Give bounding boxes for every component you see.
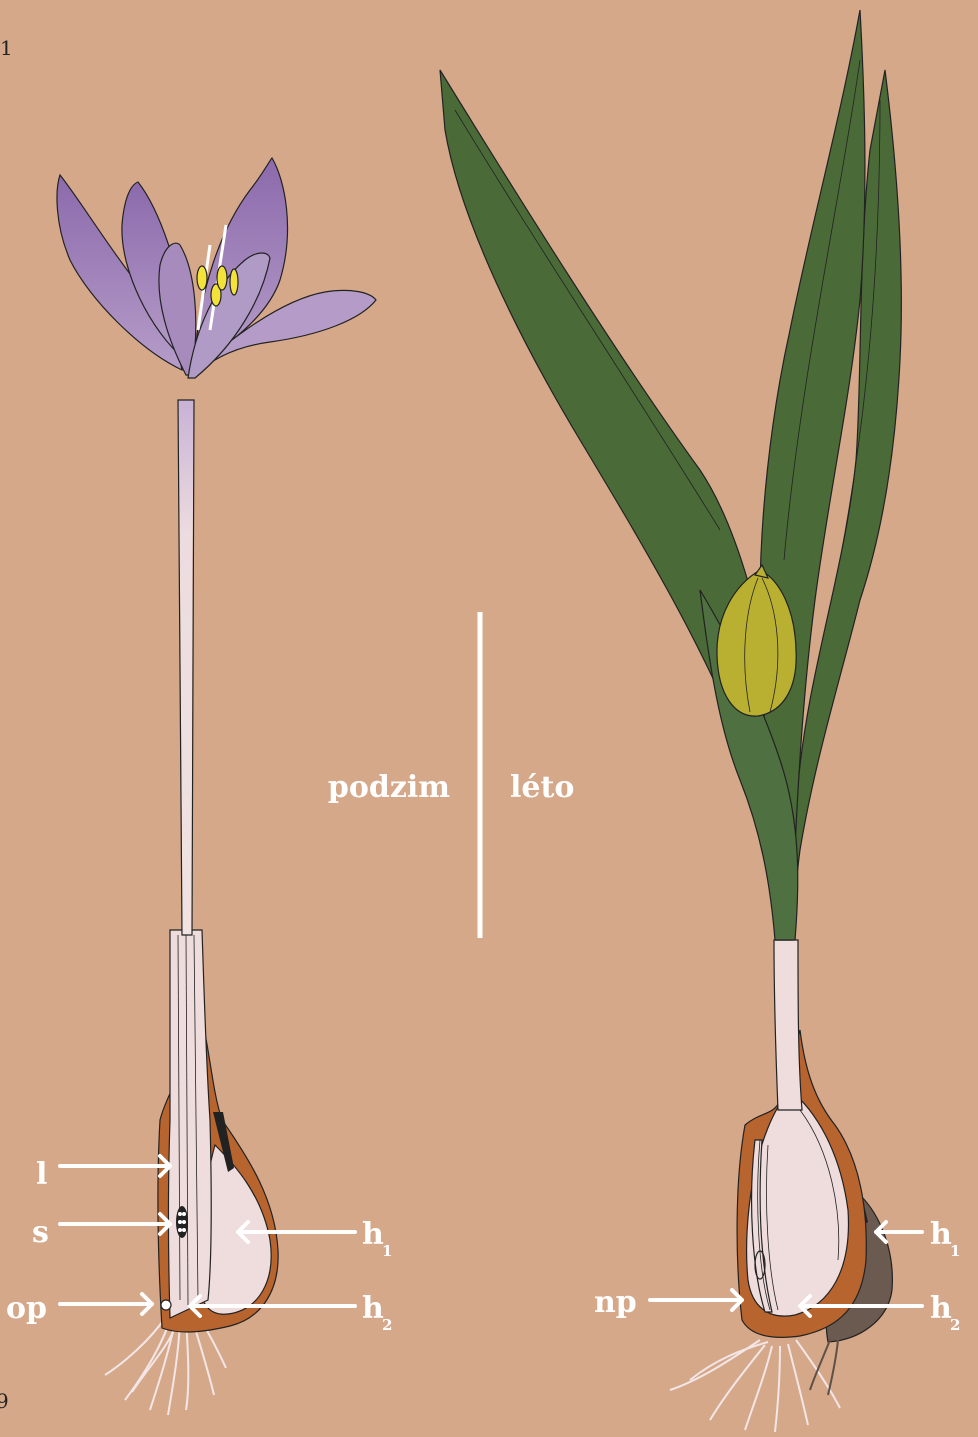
season-label-summer: léto xyxy=(510,770,574,805)
arrow-np xyxy=(650,1290,742,1310)
arrow-s xyxy=(60,1214,170,1234)
label-h1-left-text: h xyxy=(362,1217,384,1252)
label-l: l xyxy=(36,1156,170,1192)
label-s: s xyxy=(32,1214,170,1250)
autumn-flower xyxy=(57,158,376,378)
label-h2-left-sub: 2 xyxy=(382,1316,392,1334)
label-h1-right-sub: 1 xyxy=(950,1242,960,1260)
label-np-text: np xyxy=(594,1285,637,1320)
offset-bud xyxy=(161,1300,171,1310)
label-l-text: l xyxy=(36,1157,47,1192)
label-h2-left-text: h xyxy=(362,1291,384,1326)
leaf-left xyxy=(440,70,788,940)
summer-stem xyxy=(774,940,802,1110)
label-h2-right-sub: 2 xyxy=(950,1316,960,1334)
summer-plant xyxy=(440,10,901,1432)
arrow-op xyxy=(60,1294,152,1314)
page-number-top: 1 xyxy=(0,36,13,60)
label-op-text: op xyxy=(6,1291,47,1326)
label-np: np xyxy=(594,1285,742,1320)
season-label-autumn: podzim xyxy=(328,770,450,805)
arrow-l xyxy=(60,1156,170,1176)
summer-roots xyxy=(670,1340,840,1432)
label-s-text: s xyxy=(32,1215,49,1250)
arrow-h1-right xyxy=(876,1222,922,1242)
autumn-sheath xyxy=(169,930,212,1318)
page-number-bottom: 9 xyxy=(0,1389,9,1413)
label-h1-right-text: h xyxy=(930,1217,952,1252)
flower-tube xyxy=(178,400,194,935)
label-op: op xyxy=(6,1291,152,1326)
label-h2-right-text: h xyxy=(930,1291,952,1326)
label-h1-left-sub: 1 xyxy=(382,1242,392,1260)
